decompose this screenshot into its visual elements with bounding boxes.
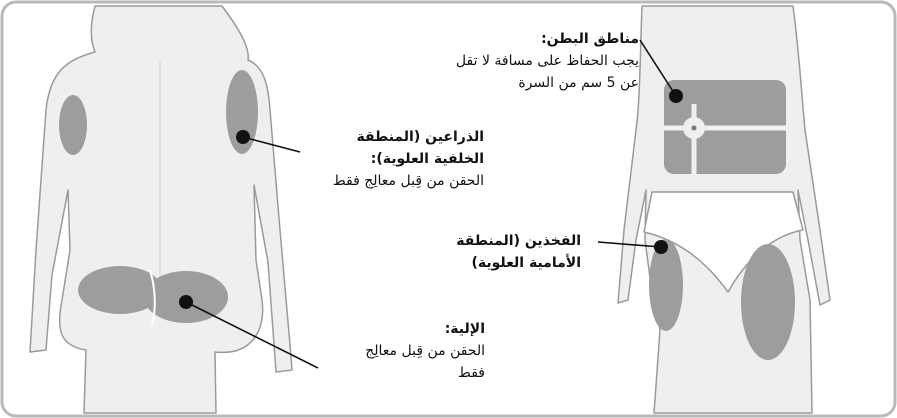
buttocks-label-line2: فقط: [365, 362, 485, 384]
thighs-label-title1: الفخذين (المنطقة: [456, 230, 581, 252]
buttocks-label-title: الإلية:: [365, 318, 485, 340]
navel: [692, 126, 697, 131]
arms-label-title1: الذراعين (المنطقة: [333, 126, 484, 148]
abdomen-label-line2: عن 5 سم من السرة: [456, 72, 639, 94]
buttocks-label-line1: الحقن من قِبل معالِج: [365, 340, 485, 362]
right-thigh-zone: [741, 244, 795, 360]
arms-label-title2: الخلفية العلوية):: [333, 148, 484, 170]
abdomen-label-line1: يجب الحفاظ على مسافة لا تقل: [456, 50, 639, 72]
abdomen-label: مناطق البطن: يجب الحفاظ على مسافة لا تقل…: [456, 28, 639, 94]
thighs-label-title2: الأمامية العلوية): [456, 252, 581, 274]
arms-label: الذراعين (المنطقة الخلفية العلوية): الحق…: [333, 126, 484, 192]
arms-label-body: الحقن من قِبل معالِج فقط: [333, 170, 484, 192]
left-arm-zone: [59, 95, 87, 155]
left-thigh-zone: [649, 239, 683, 331]
abdomen-label-title: مناطق البطن:: [456, 28, 639, 50]
buttocks-label: الإلية: الحقن من قِبل معالِج فقط: [365, 318, 485, 384]
thighs-label: الفخذين (المنطقة الأمامية العلوية): [456, 230, 581, 274]
